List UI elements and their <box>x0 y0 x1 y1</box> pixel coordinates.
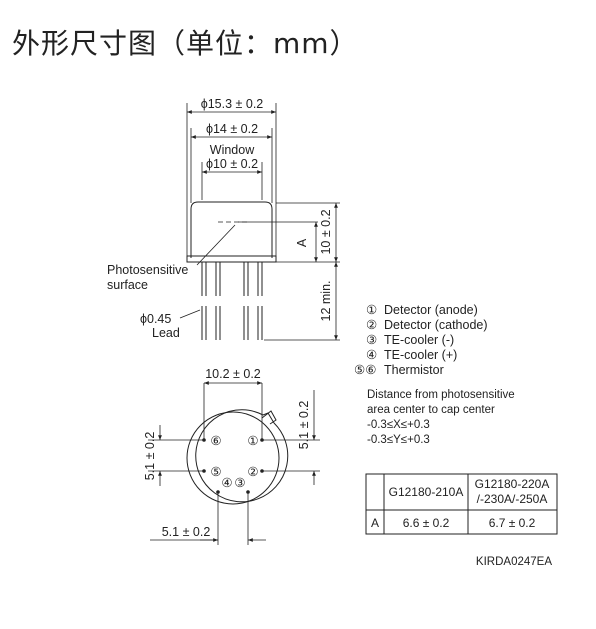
dim-pin-spacing-bottom: 5.1 ± 0.2 <box>162 525 211 539</box>
dim-pin-spacing-right: 5.1 ± 0.2 <box>297 401 311 450</box>
dim-cap-diameter: ϕ14 ± 0.2 <box>206 122 258 136</box>
pin-legend: ① Detector (anode) ② Detector (cathode) … <box>354 303 515 446</box>
cap-body <box>190 201 273 258</box>
legend-text-1: Detector (anode) <box>384 303 478 317</box>
pin-5: ⑤ <box>210 465 221 479</box>
pin-2: ② <box>247 465 258 479</box>
pin-1: ① <box>247 434 258 448</box>
legend-num-2: ② <box>366 318 377 332</box>
table-header-230a-250a: /-230A/-250A <box>477 492 548 506</box>
legend-text-2: Detector (cathode) <box>384 318 488 332</box>
surface-label: surface <box>107 278 148 292</box>
legend-num-3: ③ <box>366 333 377 347</box>
window-label: Window <box>210 143 255 157</box>
table-row-label: A <box>371 516 379 530</box>
dim-window-diameter: ϕ10 ± 0.2 <box>206 157 258 171</box>
legend-num-5: ⑤⑥ <box>354 363 376 377</box>
table-header-210a: G12180-210A <box>389 485 464 499</box>
table-cell-220a: 6.7 ± 0.2 <box>489 516 536 530</box>
legend-text-5: Thermistor <box>384 363 444 377</box>
distance-note-line1: Distance from photosensitive <box>367 389 515 401</box>
drawing-code: KIRDA0247EA <box>476 556 552 568</box>
photosensitive-label: Photosensitive <box>107 263 188 277</box>
dim-lead-length: 12 min. <box>319 281 333 322</box>
legend-num-4: ④ <box>366 348 377 362</box>
table-cell-210a: 6.6 ± 0.2 <box>403 516 450 530</box>
pin-4: ④ <box>221 476 232 490</box>
header-outline <box>195 409 289 503</box>
distance-note-line4: -0.3≤Y≤+0.3 <box>367 434 430 446</box>
legend-text-3: TE-cooler (-) <box>384 333 454 347</box>
dim-height: 10 ± 0.2 <box>319 209 333 254</box>
lead-diameter: ϕ0.45 <box>140 312 171 326</box>
leads <box>201 262 263 340</box>
table-header-220a: G12180-220A <box>475 477 550 491</box>
distance-note-line2: area center to cap center <box>367 404 495 416</box>
lead-label: Lead <box>152 326 180 340</box>
dim-outer-diameter: ϕ15.3 ± 0.2 <box>201 97 264 111</box>
bottom-view: 10.2 ± 0.2 ⑥ ① ⑤ ② ④ ③ 5.1 ± 0.2 5.1 ± 0… <box>143 367 320 545</box>
dim-pin-spacing-left: 5.1 ± 0.2 <box>143 432 157 481</box>
distance-note-line3: -0.3≤X≤+0.3 <box>367 419 430 431</box>
side-view: ϕ15.3 ± 0.2 ϕ14 ± 0.2 Window ϕ10 ± 0.2 <box>107 97 340 341</box>
legend-num-1: ① <box>366 303 377 317</box>
dim-a: A <box>295 238 309 247</box>
pin-3: ③ <box>234 476 245 490</box>
dim-pin-spacing-top: 10.2 ± 0.2 <box>205 367 261 381</box>
header-flange <box>186 255 277 263</box>
pin-6: ⑥ <box>210 434 221 448</box>
page-title: 外形尺寸图（单位：mm） <box>12 27 359 60</box>
legend-text-4: TE-cooler (+) <box>384 348 457 362</box>
variant-table: G12180-210A G12180-220A /-230A/-250A A 6… <box>365 473 558 535</box>
